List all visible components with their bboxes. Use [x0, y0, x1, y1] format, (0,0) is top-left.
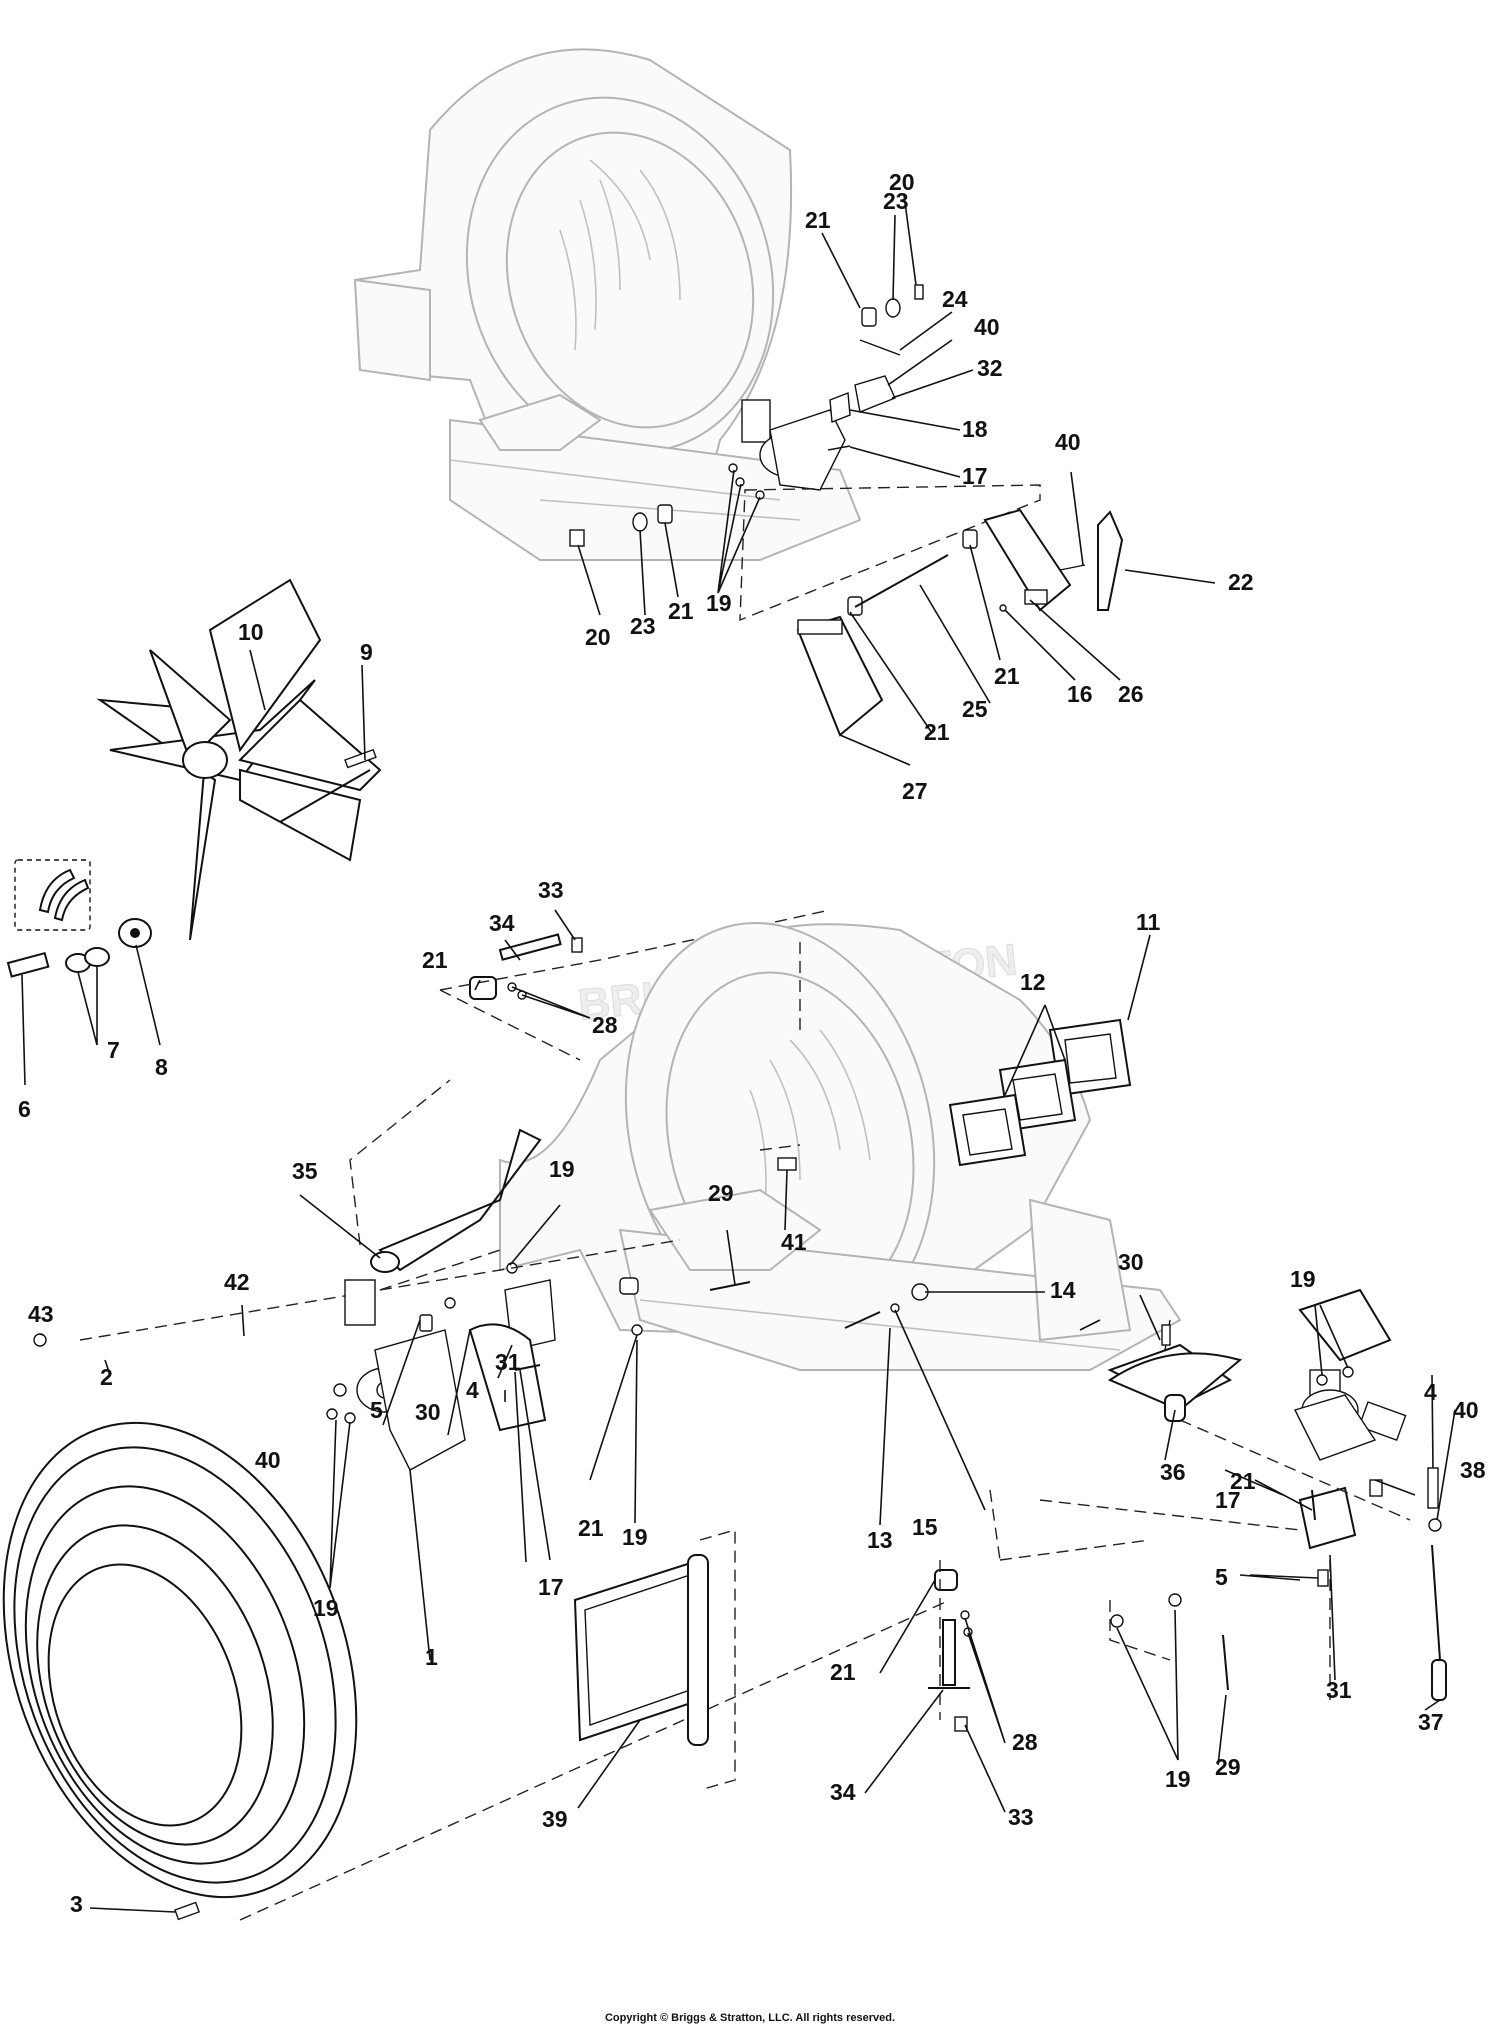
lower-blower-housing: BRIGGS&STRATTON [499, 922, 1182, 1371]
callout-21: 21 [422, 947, 448, 973]
left-motor-assembly [326, 1277, 643, 1471]
callout-21: 21 [830, 1659, 856, 1685]
callout-labels: 21 23 20 24 40 32 18 17 40 22 19 20 23 2… [18, 169, 1486, 1917]
callout-34: 34 [830, 1779, 856, 1805]
inlet-cover [2, 1239, 951, 1921]
right-sector-gear [1107, 1352, 1243, 1422]
callout-5: 5 [370, 1397, 383, 1423]
callout-27: 27 [902, 778, 928, 804]
callout-19: 19 [313, 1595, 339, 1621]
callout-40: 40 [974, 314, 1000, 340]
callout-19: 19 [622, 1524, 648, 1550]
callout-21: 21 [668, 598, 694, 624]
callout-18: 18 [962, 416, 988, 442]
callout-43: 43 [28, 1301, 54, 1327]
callout-5: 5 [1215, 1564, 1228, 1590]
callout-17: 17 [962, 463, 988, 489]
callout-6: 6 [18, 1096, 31, 1122]
shim-washers-fastener [6, 859, 152, 978]
callout-35: 35 [292, 1158, 318, 1184]
callout-37: 37 [1418, 1709, 1444, 1735]
callout-21: 21 [1230, 1468, 1256, 1494]
callout-11: 11 [1136, 909, 1161, 935]
callout-19: 19 [706, 590, 732, 616]
callout-20: 20 [889, 169, 915, 195]
callout-19: 19 [1290, 1266, 1316, 1292]
leader-lines [21, 194, 1456, 1913]
callout-21: 21 [994, 663, 1020, 689]
copyright-notice: Copyright © Briggs & Stratton, LLC. All … [604, 2012, 896, 2024]
callout-23: 23 [630, 613, 656, 639]
upper-blower-housing [353, 48, 862, 562]
callout-9: 9 [360, 639, 373, 665]
callout-29: 29 [708, 1180, 734, 1206]
callout-15: 15 [912, 1514, 938, 1540]
callout-42: 42 [224, 1269, 250, 1295]
callout-28: 28 [592, 1012, 618, 1038]
callout-8: 8 [155, 1054, 168, 1080]
callout-25: 25 [962, 696, 988, 722]
impeller-fan [96, 578, 382, 941]
callout-22: 22 [1228, 569, 1254, 595]
callout-26: 26 [1118, 681, 1144, 707]
callout-24: 24 [942, 286, 968, 312]
upper-motor-assembly [741, 399, 846, 491]
baffle [349, 940, 801, 1291]
callout-7: 7 [107, 1037, 120, 1063]
callout-17: 17 [1215, 1487, 1241, 1513]
callout-40: 40 [255, 1447, 281, 1473]
callout-2: 2 [100, 1364, 113, 1390]
callout-16: 16 [1067, 681, 1093, 707]
callout-19: 19 [1165, 1766, 1191, 1792]
callout-4: 4 [1424, 1379, 1437, 1405]
callout-30: 30 [415, 1399, 441, 1425]
callout-40: 40 [1453, 1397, 1479, 1423]
callout-12: 12 [1020, 969, 1046, 995]
callout-34: 34 [489, 910, 515, 936]
gasket-set [948, 1018, 1132, 1167]
callout-41: 41 [781, 1229, 807, 1255]
callout-20: 20 [585, 624, 611, 650]
diverter-door [573, 1529, 736, 1791]
callout-39: 39 [542, 1806, 568, 1832]
callout-14: 14 [1050, 1277, 1076, 1303]
callout-33: 33 [538, 877, 564, 903]
callout-1: 1 [425, 1644, 438, 1670]
callout-36: 36 [1160, 1459, 1186, 1485]
callout-21: 21 [805, 207, 831, 233]
callout-40: 40 [1055, 429, 1081, 455]
callout-21: 21 [924, 719, 950, 745]
callout-23: 23 [883, 188, 909, 214]
callout-31: 31 [1326, 1677, 1352, 1703]
callout-29: 29 [1215, 1754, 1241, 1780]
callout-19: 19 [549, 1156, 575, 1182]
callout-38: 38 [1460, 1457, 1486, 1483]
callout-33: 33 [1008, 1804, 1034, 1830]
callout-32: 32 [977, 355, 1003, 381]
callout-28: 28 [1012, 1729, 1038, 1755]
callout-31: 31 [495, 1349, 521, 1375]
callout-21: 21 [578, 1515, 604, 1541]
callout-3: 3 [70, 1891, 83, 1917]
callout-30: 30 [1118, 1249, 1144, 1275]
callout-10: 10 [238, 619, 264, 645]
callout-13: 13 [867, 1527, 893, 1553]
callout-17: 17 [538, 1574, 564, 1600]
callout-4: 4 [466, 1377, 479, 1403]
